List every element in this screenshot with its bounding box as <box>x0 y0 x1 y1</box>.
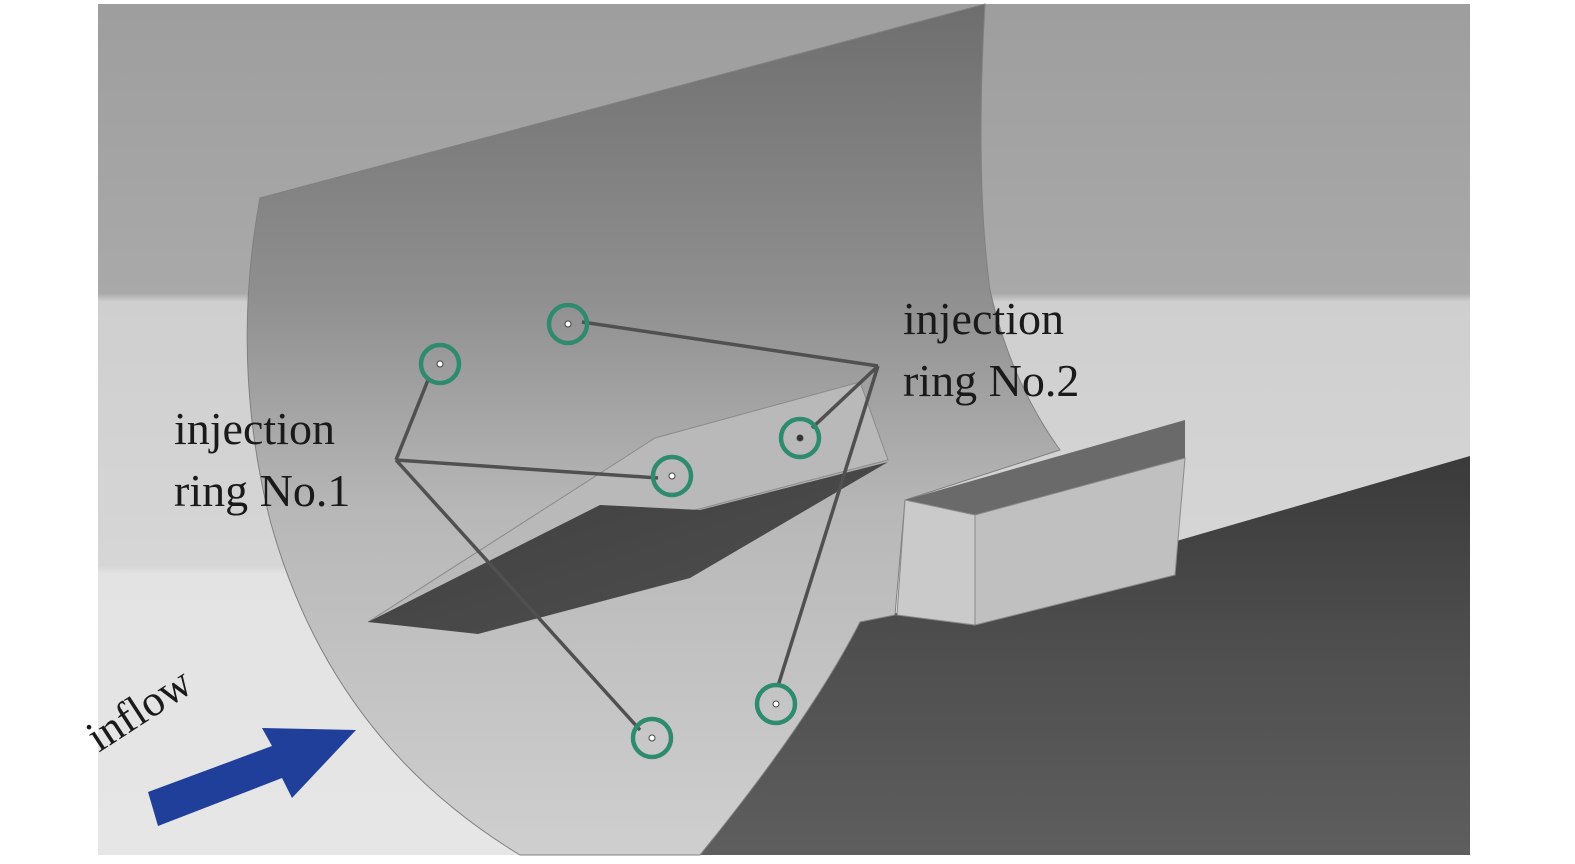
label-ring-2-line-1: injection <box>903 293 1064 344</box>
injection-ports-ring-1 <box>418 342 694 760</box>
block-front <box>896 499 976 626</box>
label-ring-1-line-1: injection <box>174 403 335 454</box>
block-top <box>905 420 1185 515</box>
label-ring-1-line-2: ring No.1 <box>174 465 351 516</box>
label-ring-2-line-2: ring No.2 <box>903 355 1080 406</box>
injection-port <box>630 716 674 760</box>
injection-port <box>778 416 822 460</box>
inflow-arrow-icon <box>148 728 356 826</box>
label-injection-ring-1: injection ring No.1 <box>174 398 350 522</box>
injection-port <box>546 302 590 346</box>
label-injection-ring-2: injection ring No.2 <box>903 288 1079 412</box>
injection-port <box>418 342 462 386</box>
wing-underside <box>368 462 888 634</box>
leader-lines-ring-1 <box>394 379 659 732</box>
injection-port <box>754 682 798 726</box>
curved-wall <box>246 3 1061 856</box>
injection-ports-ring-2 <box>546 302 822 726</box>
block-side <box>974 457 1186 626</box>
hull-body <box>700 456 1470 855</box>
injection-port <box>650 454 694 498</box>
leader-lines-ring-2 <box>581 320 880 687</box>
